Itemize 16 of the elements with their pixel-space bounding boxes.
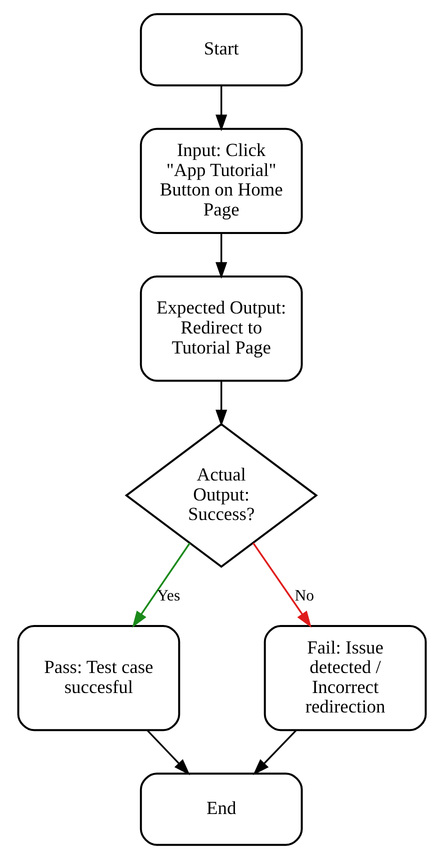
arrow [215,86,227,132]
node-box: Pass: Test case succesful [16,624,180,732]
edge-label: No [294,587,314,604]
node-box: Expected Output: Redirect to Tutorial Page [139,276,302,382]
node-box: Input: Click "App Tutorial" Button on Home Page [139,128,302,234]
arrow [215,233,227,279]
arrow [132,542,190,628]
arrow [252,542,311,628]
arrow [146,730,190,776]
arrow [215,381,227,426]
arrow [252,730,296,776]
node-box: Start [139,13,302,86]
edge-label: Yes [156,587,180,604]
node-box: End [139,772,302,846]
node-box: Fail: Issue detected / Incorrect redirection [263,624,426,732]
node-diamond: Actual Output: Success? [124,422,318,568]
